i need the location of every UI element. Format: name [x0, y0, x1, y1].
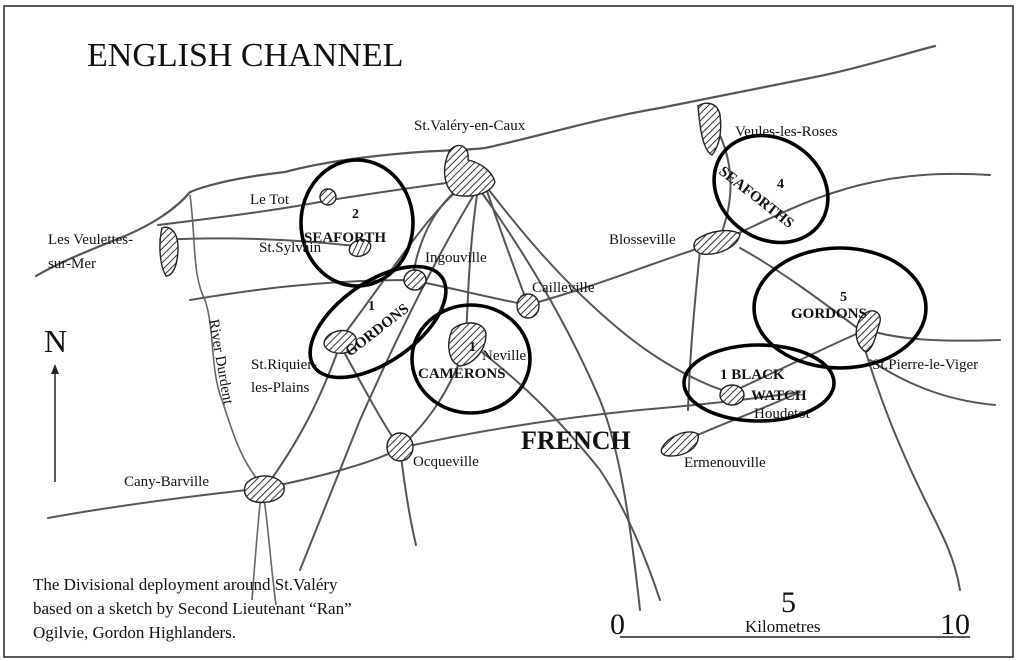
scale-start: 0 — [610, 608, 625, 641]
town-houdetot — [719, 384, 745, 406]
unit-5-gordons-ellipse — [752, 246, 928, 370]
north-arrow: N — [44, 323, 67, 482]
scale-end: 10 — [940, 608, 970, 641]
unit-5-number: 5 — [840, 290, 847, 305]
town-st-pierre — [855, 310, 881, 353]
town-labels: St.Valéry-en-Caux Veules-les-Roses Le To… — [48, 118, 978, 490]
label-st-valery: St.Valéry-en-Caux — [414, 118, 526, 134]
unit-camerons-number: 1 — [469, 340, 476, 355]
unit-4-name: SEAFORTHS — [716, 164, 797, 232]
town-st-riquier — [323, 329, 357, 354]
unit-positions — [299, 133, 928, 423]
label-cany: Cany-Barville — [124, 474, 209, 490]
label-st-pierre: St.Pierre-le-Viger — [872, 357, 978, 373]
label-ocqueville: Ocqueville — [413, 454, 479, 470]
black-watch-line1: 1 BLACK — [720, 367, 785, 383]
unit-5-name: GORDONS — [791, 306, 867, 322]
scale-unit: Kilometres — [745, 617, 821, 636]
label-veules: Veules-les-Roses — [735, 124, 838, 140]
town-veulettes — [159, 226, 179, 277]
caption-line-3: Ogilvie, Gordon Highlanders. — [33, 623, 236, 642]
scale-mid: 5 — [781, 586, 796, 619]
river-durdent — [189, 194, 277, 606]
coastline — [34, 44, 937, 278]
label-le-tot: Le Tot — [250, 192, 290, 208]
caption-line-1: The Divisional deployment around St.Valé… — [33, 575, 338, 594]
label-french: FRENCH — [521, 426, 631, 455]
unit-camerons-name: CAMERONS — [418, 366, 506, 382]
map-caption: The Divisional deployment around St.Valé… — [33, 575, 352, 642]
town-neville — [448, 322, 487, 367]
town-blosseville — [693, 229, 741, 255]
label-ermenouville: Ermenouville — [684, 455, 766, 471]
unit-1-gordons-ellipse — [308, 264, 448, 380]
town-cany — [243, 475, 285, 504]
label-veulettes-1: Les Veulettes- — [48, 232, 133, 248]
unit-2-name: SEAFORTH — [304, 230, 386, 246]
label-blosseville: Blosseville — [609, 232, 676, 248]
label-cailleville: Cailleville — [532, 280, 595, 296]
label-houdetot: Houdetot — [754, 406, 811, 422]
map-frame — [3, 5, 1014, 658]
north-letter: N — [44, 323, 67, 359]
unit-4-seaforths-ellipse — [712, 133, 830, 245]
unit-1-number: 1 — [368, 299, 375, 314]
label-st-riquier-1: St.Riquier- — [251, 357, 317, 373]
town-cailleville — [516, 293, 540, 319]
unit-4-number: 4 — [777, 177, 784, 192]
caption-line-2: based on a sketch by Second Lieutenant “… — [33, 599, 352, 618]
label-st-riquier-2: les-Plains — [251, 380, 309, 396]
label-neville: Neville — [482, 348, 526, 364]
label-veulettes-2: sur-Mer — [48, 256, 96, 272]
black-watch-line2: WATCH — [751, 388, 807, 404]
north-arrow-head — [51, 364, 59, 374]
town-veules — [697, 102, 722, 156]
towns — [159, 102, 881, 504]
road-network — [47, 119, 1001, 611]
town-ermenouville — [660, 431, 699, 457]
town-st-sylvain — [348, 238, 372, 258]
label-st-sylvain: St.Sylvain — [259, 240, 322, 256]
town-ingouville — [403, 269, 427, 291]
unit-2-number: 2 — [352, 207, 359, 222]
map-title: ENGLISH CHANNEL — [87, 37, 403, 74]
unit-camerons-ellipse — [410, 303, 532, 415]
scale-bar: 0 5 10 Kilometres — [610, 586, 970, 641]
unit-black-watch-ellipse — [682, 343, 836, 423]
town-st-valery — [443, 144, 496, 197]
town-le-tot — [319, 188, 337, 206]
unit-2-seaforth-ellipse — [299, 158, 415, 288]
label-river-durdent: River Durdent — [205, 318, 236, 407]
label-ingouville: Ingouville — [425, 250, 487, 266]
town-ocqueville — [386, 432, 414, 462]
